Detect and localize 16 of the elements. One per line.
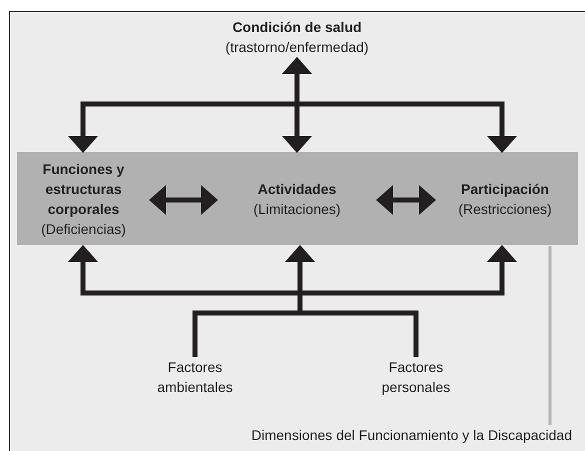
leader-line <box>548 246 552 425</box>
node-title: Funciones y estructuras corporales <box>42 160 126 218</box>
node-subtitle: (Limitaciones) <box>253 200 341 218</box>
arrow <box>282 57 517 153</box>
arrow <box>376 185 436 215</box>
node-title: Actividades <box>258 180 336 198</box>
factor-label: Factores personales <box>380 358 452 397</box>
band <box>17 152 578 245</box>
arrow <box>149 185 218 215</box>
node-subtitle: (Restricciones) <box>458 200 552 218</box>
node-subtitle: (trastorno/enfermedad) <box>225 38 369 57</box>
factor-label: Factores ambientales <box>156 358 234 397</box>
caption-text: Dimensiones del Funcionamiento y la Discapacidad <box>251 426 572 445</box>
node-subtitle: (Deficiencias) <box>41 220 126 238</box>
node-title: Condición de salud <box>232 18 362 37</box>
node-title: Participación <box>461 180 549 198</box>
